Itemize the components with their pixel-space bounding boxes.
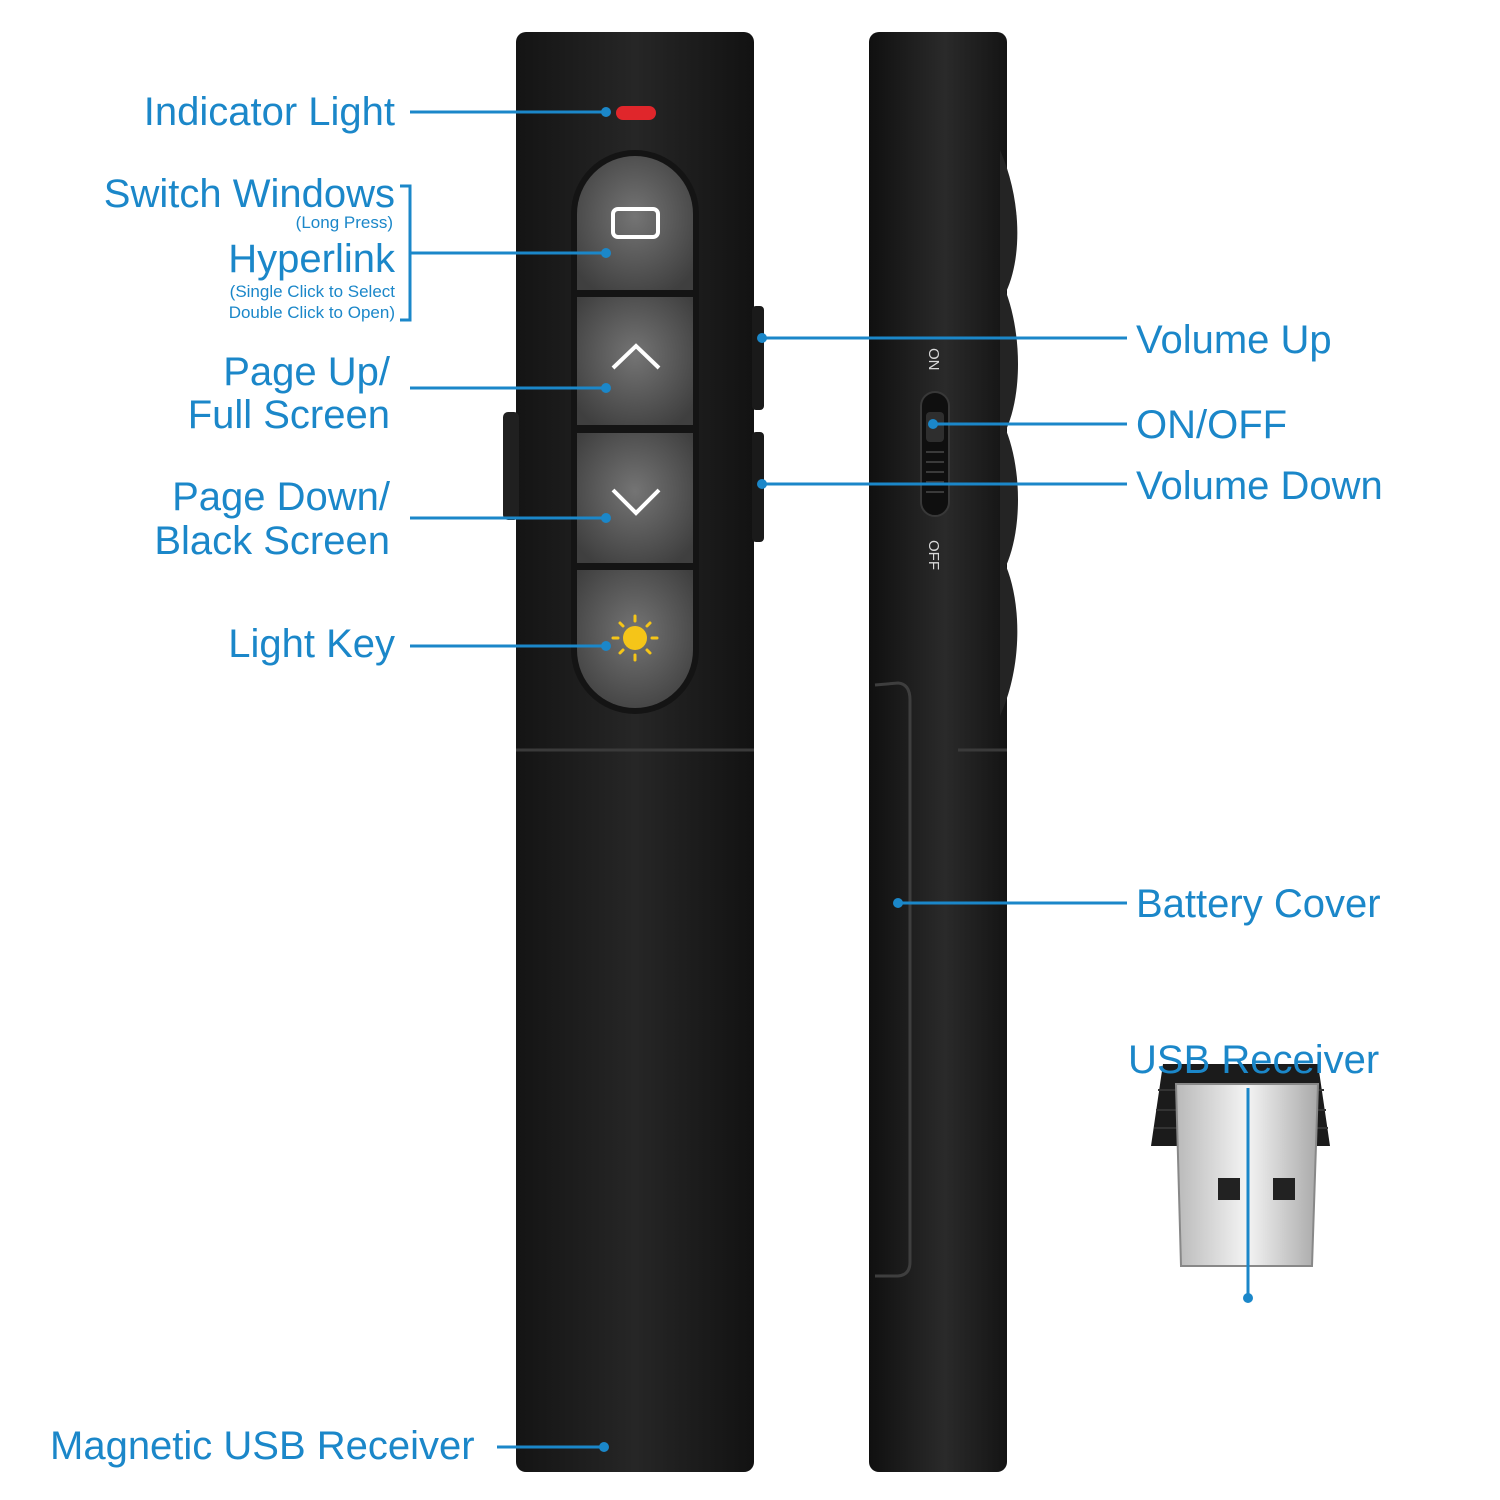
label-page-down-2: Black Screen — [154, 519, 390, 563]
presenter-side-body — [869, 32, 1007, 1472]
bracket-switch-hyperlink — [400, 184, 412, 322]
indicator-light — [616, 106, 656, 120]
window-icon — [611, 207, 660, 239]
page-up-button[interactable] — [577, 297, 693, 425]
switch-off-mark: OFF — [925, 540, 942, 570]
usb-slot-right — [1273, 1178, 1295, 1200]
side-bump-left — [503, 412, 519, 520]
usb-receiver-dongle — [1151, 1064, 1330, 1267]
on-off-switch[interactable] — [920, 391, 950, 517]
label-double-click: Double Click to Open) — [228, 303, 395, 322]
battery-cover-outline — [874, 681, 912, 1278]
chevron-down-icon — [611, 488, 661, 516]
button-profile — [1000, 150, 1018, 716]
label-magnetic-usb-receiver: Magnetic USB Receiver — [50, 1424, 475, 1468]
label-page-up-2: Full Screen — [187, 393, 390, 437]
page-down-button[interactable] — [577, 433, 693, 563]
chevron-up-icon — [611, 343, 661, 370]
label-battery-cover: Battery Cover — [1136, 882, 1381, 926]
label-long-press: (Long Press) — [295, 213, 393, 232]
leader-lines — [400, 107, 1253, 1452]
presenter-front — [503, 32, 764, 1472]
volume-up-bump — [752, 306, 764, 410]
label-page-down-1: Page Down/ — [172, 475, 390, 519]
label-usb-receiver: USB Receiver — [1128, 1038, 1380, 1082]
label-light-key: Light Key — [228, 622, 395, 666]
presenter-side: ON OFF — [869, 32, 1018, 1472]
label-volume-up: Volume Up — [1136, 318, 1332, 362]
label-switch-windows: Switch Windows — [103, 172, 395, 216]
label-page-up-1: Page Up/ — [223, 350, 390, 394]
label-volume-down: Volume Down — [1136, 464, 1383, 508]
sun-icon — [611, 614, 659, 662]
label-on-off: ON/OFF — [1136, 403, 1288, 447]
switch-windows-button[interactable] — [577, 156, 693, 290]
switch-on-mark: ON — [925, 348, 942, 371]
label-single-click: (Single Click to Select — [229, 282, 395, 301]
label-hyperlink: Hyperlink — [228, 237, 395, 281]
usb-slot-left — [1218, 1178, 1240, 1200]
label-indicator-light: Indicator Light — [143, 90, 395, 134]
